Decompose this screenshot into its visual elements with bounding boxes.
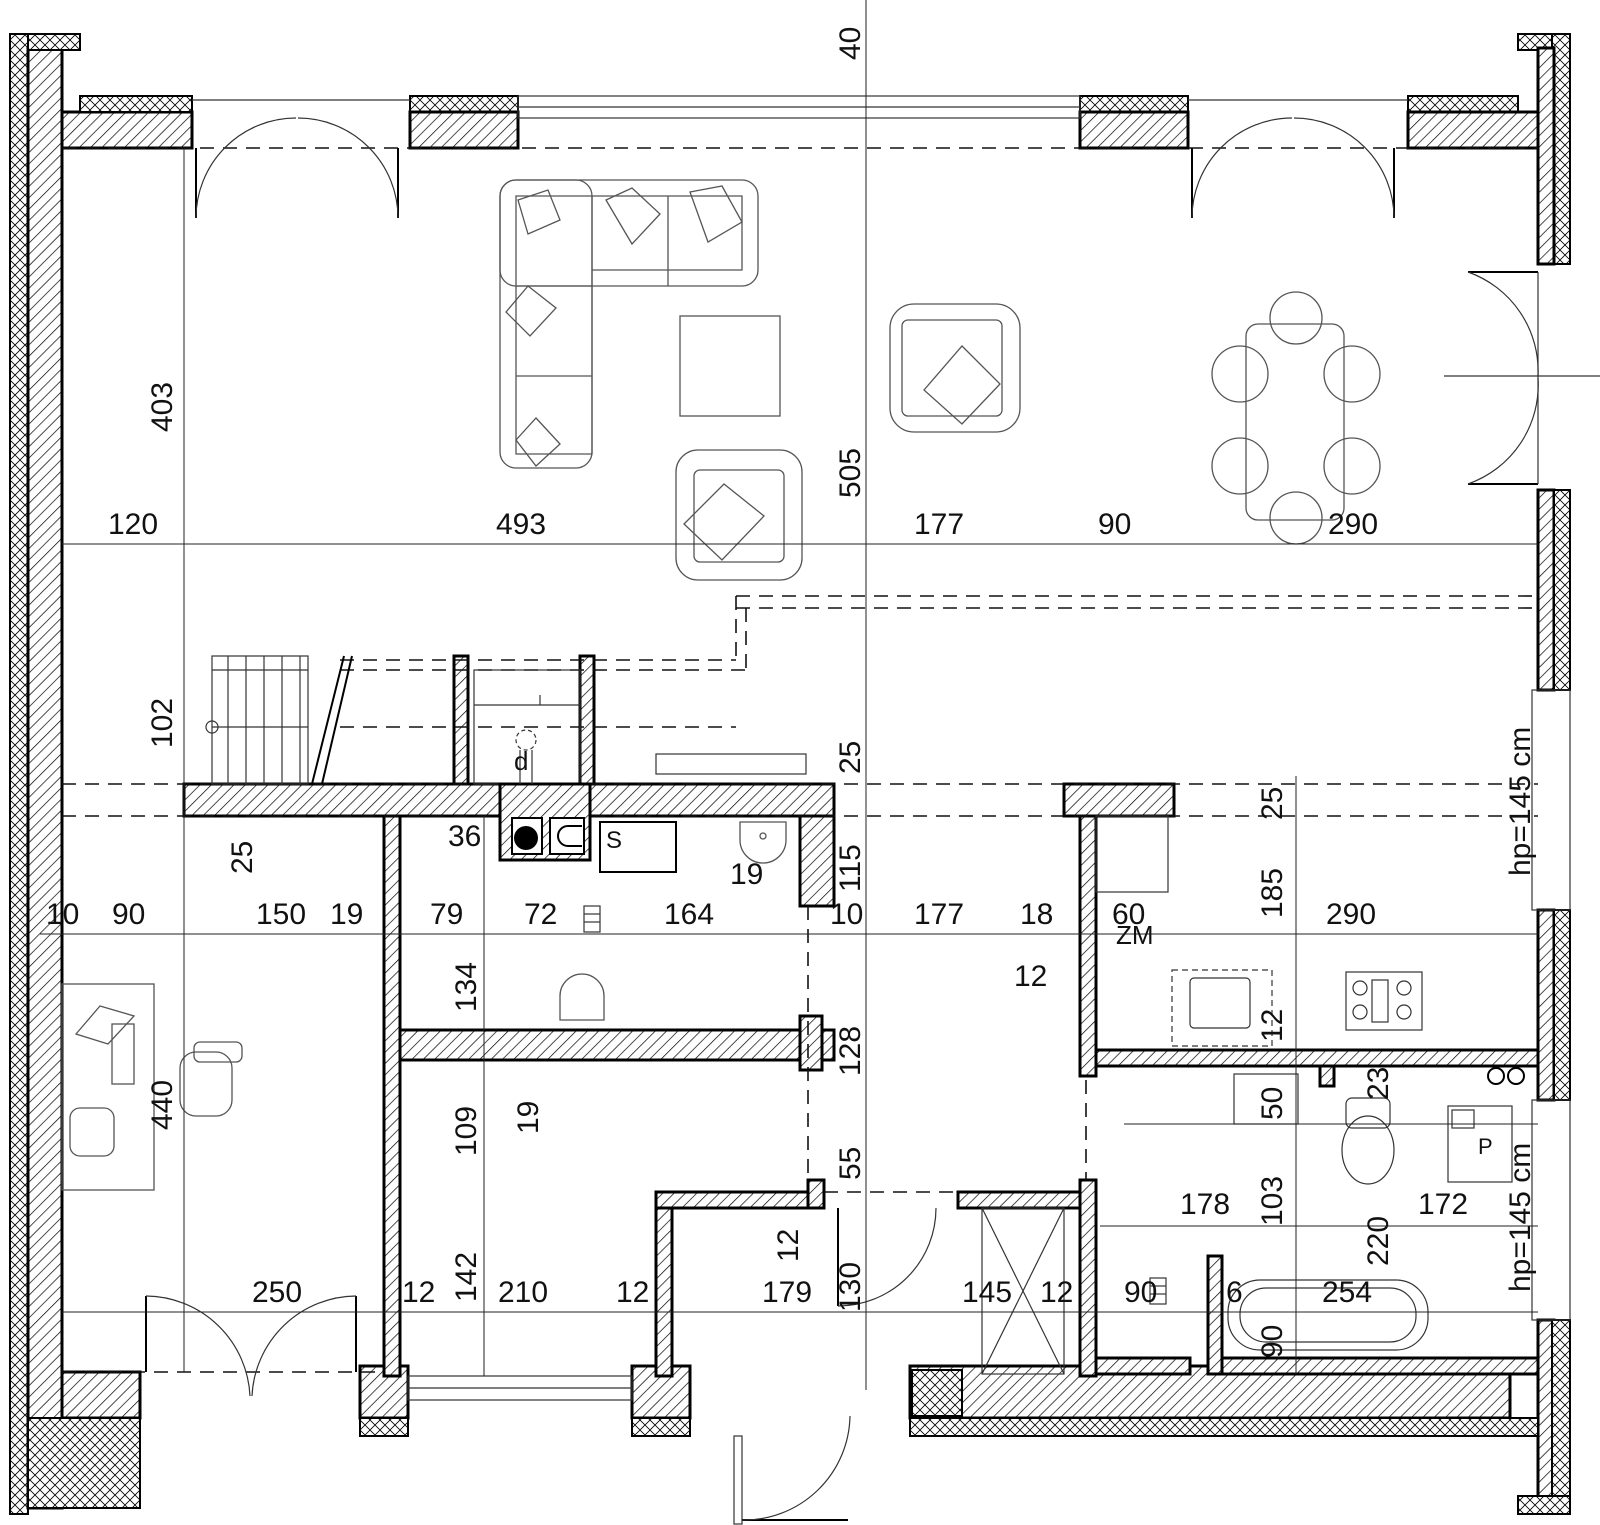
dim-v-12a: 12 xyxy=(1014,960,1047,993)
dimension-labels: 40 403 120 493 177 90 290 505 102 25 25 … xyxy=(46,27,1468,1358)
dim-v-23: 23 xyxy=(1362,1067,1395,1100)
dim-row-177: 177 xyxy=(914,898,964,931)
chimney-d-label: d xyxy=(514,746,528,776)
dim-left-102: 102 xyxy=(146,698,179,748)
dim-b-12b: 12 xyxy=(616,1276,649,1309)
dim-v-50: 50 xyxy=(1256,1087,1289,1120)
dim-row-10b: 10 xyxy=(830,898,863,931)
chimney-s-label: S xyxy=(606,827,622,854)
office-furniture xyxy=(61,983,243,1191)
dim-right-25: 25 xyxy=(1256,787,1289,820)
living-room-furniture xyxy=(499,179,1021,581)
dim-b-12c: 12 xyxy=(1040,1276,1073,1309)
dim-b-210: 210 xyxy=(498,1276,548,1309)
doors xyxy=(145,117,1600,1525)
dim-left-403: 403 xyxy=(146,382,179,432)
dim-b-145: 145 xyxy=(962,1276,1012,1309)
dim-b-90v: 90 xyxy=(1256,1325,1289,1358)
dim-b-130: 130 xyxy=(834,1262,867,1312)
dim-row-72: 72 xyxy=(524,898,557,931)
dim-row-19b: 19 xyxy=(730,858,763,891)
windows xyxy=(192,95,1571,1401)
dim-v-12b: 12 xyxy=(1256,1009,1289,1042)
dim-b-142: 142 xyxy=(450,1252,483,1302)
dim-v-115: 115 xyxy=(834,844,867,892)
dim-row-18: 18 xyxy=(1020,898,1053,931)
dim-v-134: 134 xyxy=(450,962,483,1012)
dim-row-185: 185 xyxy=(1256,868,1289,918)
zm-label: ZM xyxy=(1116,920,1154,950)
dim-living-120: 120 xyxy=(108,508,158,541)
dim-row-79: 79 xyxy=(430,898,463,931)
staircase xyxy=(205,655,581,785)
dim-chimney-36: 36 xyxy=(448,820,481,853)
dim-b-250: 250 xyxy=(252,1276,302,1309)
dim-center-505: 505 xyxy=(834,448,867,498)
fixtures xyxy=(559,753,1525,1375)
dim-living-90: 90 xyxy=(1098,508,1131,541)
dim-center-25: 25 xyxy=(834,741,867,774)
dim-b-90: 90 xyxy=(1124,1276,1157,1309)
dim-living-290: 290 xyxy=(1328,508,1378,541)
dim-v-128: 128 xyxy=(834,1026,867,1076)
dining-set xyxy=(1211,291,1381,545)
dim-v-440: 440 xyxy=(146,1080,179,1130)
dashed-lines xyxy=(62,147,1538,1373)
chimney xyxy=(498,729,592,862)
dim-v-109: 109 xyxy=(450,1106,483,1156)
dim-row-150: 150 xyxy=(256,898,306,931)
dim-b-12a: 12 xyxy=(402,1276,435,1309)
dim-v-103: 103 xyxy=(1256,1176,1289,1226)
exterior-walls xyxy=(9,33,1571,1515)
dim-row-290: 290 xyxy=(1326,898,1376,931)
dim-v-172: 172 xyxy=(1418,1188,1468,1221)
dim-row-164: 164 xyxy=(664,898,714,931)
dim-living-177: 177 xyxy=(914,508,964,541)
dim-row-60: 60 xyxy=(1112,898,1145,931)
dim-v-19: 19 xyxy=(512,1101,545,1134)
dim-row-10: 10 xyxy=(46,898,79,931)
dimension-lines xyxy=(40,0,1538,1390)
window-height-upper: hp=145 cm xyxy=(1504,727,1537,876)
dim-v-178: 178 xyxy=(1180,1188,1230,1221)
dim-stair-25: 25 xyxy=(226,841,259,874)
dim-v-12c: 12 xyxy=(772,1229,805,1262)
dim-b-254: 254 xyxy=(1322,1276,1372,1309)
plan-labels: d S ZM P hp=145 cm hp=145 cm xyxy=(514,727,1537,1292)
dim-b-179: 179 xyxy=(762,1276,812,1309)
dim-v-55: 55 xyxy=(834,1147,867,1180)
dim-row-19a: 19 xyxy=(330,898,363,931)
dim-b-6: 6 xyxy=(1226,1276,1243,1309)
dim-living-493: 493 xyxy=(496,508,546,541)
dim-v-220: 220 xyxy=(1362,1216,1395,1266)
boiler-p-label: P xyxy=(1478,1134,1493,1159)
dim-row-90: 90 xyxy=(112,898,145,931)
window-height-lower: hp=145 cm xyxy=(1504,1143,1537,1292)
dim-top-40: 40 xyxy=(834,27,867,60)
